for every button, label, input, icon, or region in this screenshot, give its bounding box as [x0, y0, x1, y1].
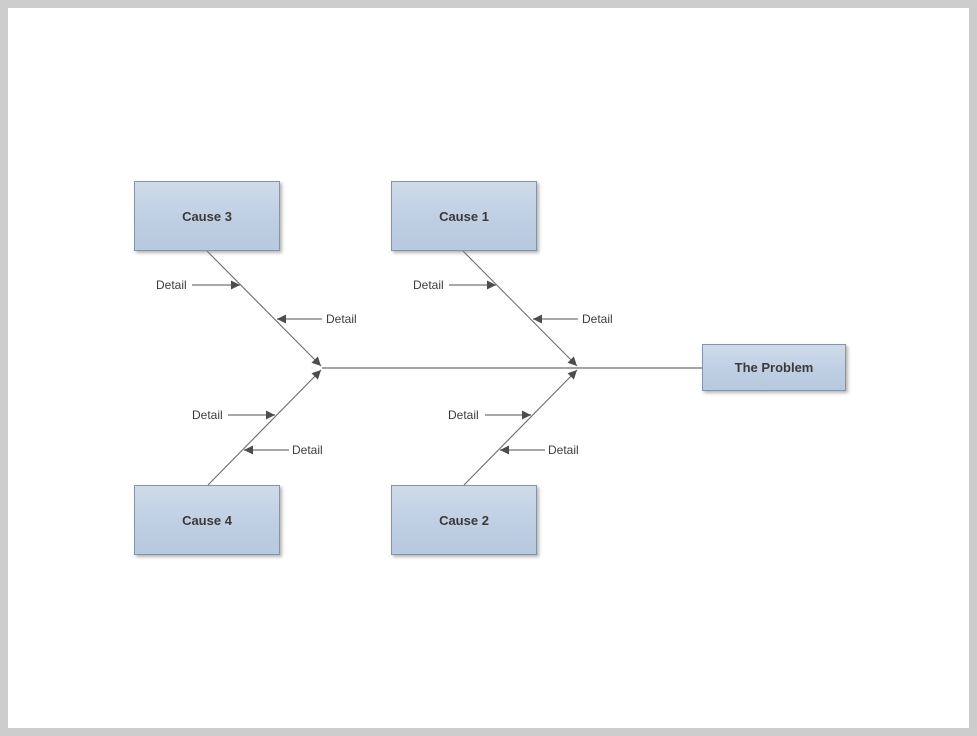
node-cause-1[interactable]: Cause 1 — [391, 181, 537, 251]
node-cause-4-label: Cause 4 — [182, 512, 232, 528]
node-cause-3[interactable]: Cause 3 — [134, 181, 280, 251]
detail-label-6[interactable]: Detail — [292, 443, 323, 457]
node-problem-label: The Problem — [734, 360, 814, 375]
bone-cause-3 — [206, 250, 322, 367]
node-cause-2-label: Cause 2 — [439, 512, 489, 528]
detail-label-1[interactable]: Detail — [156, 278, 187, 292]
bone-cause-4 — [207, 369, 322, 486]
detail-label-7[interactable]: Detail — [448, 408, 479, 422]
bone-cause-2 — [463, 369, 578, 486]
detail-label-2[interactable]: Detail — [326, 312, 357, 326]
node-problem[interactable]: The Problem — [702, 344, 846, 391]
detail-label-5[interactable]: Detail — [192, 408, 223, 422]
detail-label-4[interactable]: Detail — [582, 312, 613, 326]
detail-label-8[interactable]: Detail — [548, 443, 579, 457]
node-cause-4[interactable]: Cause 4 — [134, 485, 280, 555]
node-cause-3-label: Cause 3 — [182, 208, 232, 224]
node-cause-2[interactable]: Cause 2 — [391, 485, 537, 555]
node-cause-1-label: Cause 1 — [439, 208, 489, 224]
bone-cause-1 — [462, 250, 578, 367]
detail-label-3[interactable]: Detail — [413, 278, 444, 292]
